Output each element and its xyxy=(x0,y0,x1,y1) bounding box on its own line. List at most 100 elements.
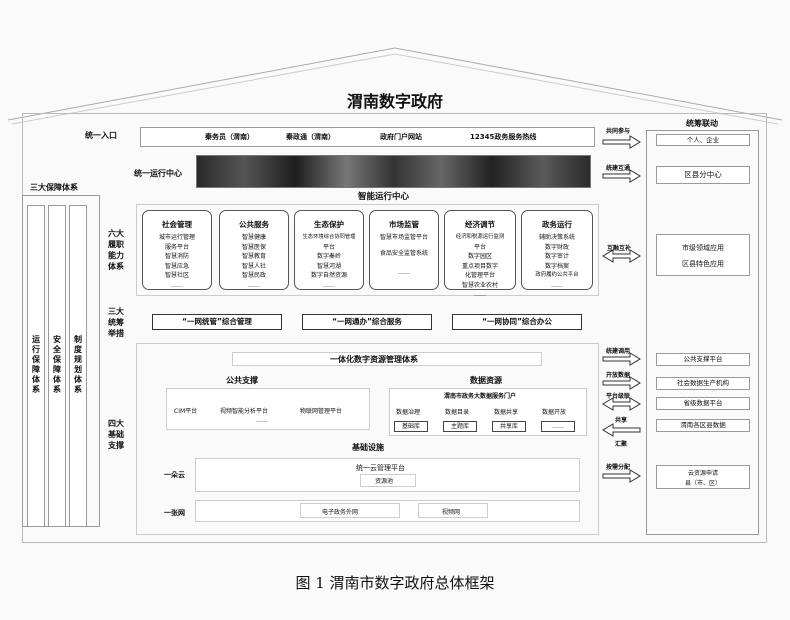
data-item-4: 数据开放 xyxy=(542,409,567,416)
right-text-district-app: 区县特色应用 xyxy=(682,260,724,268)
right-panel xyxy=(646,130,759,535)
measure-unified-service: “一网通办”综合服务 xyxy=(302,314,432,330)
cloud-item-1: 统一云管理平台 xyxy=(356,464,405,472)
resource-system-title: 一体化数字资源管理体系 xyxy=(330,355,418,364)
service-item: 智慧健康 xyxy=(241,234,266,241)
roof-outline xyxy=(7,47,783,125)
service-eco-protection: 生态保护 生态环境综合协同管理 平台 数字秦岭 智慧河湖 数字自然资源 …… xyxy=(294,210,364,290)
service-item: 平台 xyxy=(322,243,335,251)
service-item: 平台 xyxy=(473,243,486,251)
right-box-social-data: 社会数据生产机构 xyxy=(656,377,750,390)
row-label-entry: 统一入口 xyxy=(85,131,117,140)
service-government-operation: 政务运行 辅助决策系统 数字财政 数字审计 数字档案 政府履约公共平台 …… xyxy=(521,210,593,290)
service-title: 公共服务 xyxy=(239,220,269,229)
data-library-shared: 共享库 xyxy=(492,421,526,432)
arrow-label-3: 互融互补 xyxy=(607,245,632,252)
service-item: …… xyxy=(248,281,260,289)
row-label-ops-center: 统一运行中心 xyxy=(134,169,182,178)
service-item: 数字审计 xyxy=(544,253,569,260)
service-item: 智慧农业农村 xyxy=(461,281,498,289)
service-item: 辅助决策系统 xyxy=(538,234,575,241)
network-item-1: 电子政务外网 xyxy=(322,509,359,516)
right-box-provincial-data: 省级数据平台 xyxy=(656,397,750,410)
service-social-management: 社会管理 城市运行管理 服务平台 智慧消防 智慧应急 智慧社区 …… xyxy=(142,210,212,290)
public-support-item-1: CIM平台 xyxy=(174,408,198,415)
service-market-supervision: 市场监管 智慧市场监管平台 食品安全监管系统 …… xyxy=(369,210,439,290)
arrow-label-6: 平台级联 xyxy=(606,393,631,400)
public-support-more: …… xyxy=(256,417,268,424)
left-col-label-3: 制度规划体系 xyxy=(74,335,82,394)
right-box-cloud-request xyxy=(656,465,750,489)
service-item: …… xyxy=(551,281,563,289)
data-portal-title: 渭南市政务大数据服务门户 xyxy=(444,393,517,400)
service-item: 经济和税源运行监测 xyxy=(455,234,505,240)
resource-system-bar xyxy=(232,352,542,366)
service-item: 化管理平台 xyxy=(464,272,495,279)
resource-pool-box xyxy=(360,474,416,487)
data-resources-title: 数据资源 xyxy=(470,376,502,385)
service-economic-regulation: 经济调节 经济和税源运行监测 平台 数字园区 重点项目数字 化管理平台 智慧农业… xyxy=(444,210,516,298)
data-item-2: 数据目录 xyxy=(445,409,470,416)
service-item: 政府履约公共平台 xyxy=(535,272,579,278)
service-item: …… xyxy=(398,269,410,276)
network-item-box-1 xyxy=(300,503,400,518)
entry-item-3: 政府门户网站 xyxy=(380,133,422,141)
network-item-box-2 xyxy=(418,503,488,518)
foundations-frame xyxy=(136,343,599,535)
service-item: 重点项目数字 xyxy=(461,262,498,270)
figure-caption: 图 1 渭南市数字政府总体框架 xyxy=(295,574,495,592)
capabilities-frame xyxy=(136,204,599,296)
right-text-county: 县（市、区） xyxy=(684,480,721,487)
service-item: 智慧民政 xyxy=(241,272,266,279)
network-label: 一张网 xyxy=(164,509,185,517)
cloud-item-2: 资源池 xyxy=(375,478,394,485)
entry-bar xyxy=(140,127,595,147)
service-title: 经济调节 xyxy=(465,220,495,229)
infrastructure-title: 基础设施 xyxy=(352,443,384,452)
public-support-item-2: 视频智能分析平台 xyxy=(220,408,269,415)
service-item: 智慧人社 xyxy=(241,262,266,270)
service-item: …… xyxy=(474,291,486,298)
right-box-applications xyxy=(656,234,750,276)
arrow-label-8: 汇聚 xyxy=(615,441,628,448)
service-item: 生态环境综合协同管理 xyxy=(302,234,356,240)
service-item: 智慧消防 xyxy=(164,253,189,260)
arrow-label-1: 共同参与 xyxy=(606,128,631,135)
network-item-2: 视频网 xyxy=(442,509,461,516)
service-item: 食品安全监管系统 xyxy=(379,249,428,257)
entry-item-2: 秦政通（渭南） xyxy=(286,133,335,141)
service-item: …… xyxy=(323,281,335,289)
service-title: 政务运行 xyxy=(542,220,572,229)
measure-unified-office: “一网协同”综合办公 xyxy=(452,314,582,330)
service-title: 市场监管 xyxy=(389,220,419,229)
right-text-city-app: 市级领域应用 xyxy=(682,244,724,252)
data-item-3: 数据共享 xyxy=(494,409,519,416)
row-label-four: 四大基础支撑 xyxy=(108,419,124,450)
right-text-cloud-request: 云资源申请 xyxy=(687,470,718,477)
arrow-label-9: 按需分配 xyxy=(606,464,631,471)
service-item: 智慧应急 xyxy=(164,262,189,270)
service-item: 智慧教育 xyxy=(241,253,266,260)
public-support-item-3: 物联网管理平台 xyxy=(300,408,343,415)
service-item: 数字财政 xyxy=(544,243,569,251)
service-item: 数字园区 xyxy=(467,253,492,260)
arrow-label-7: 共享 xyxy=(615,417,628,424)
ops-center-image xyxy=(196,155,591,188)
smart-ops-center-title: 智能运行中心 xyxy=(358,192,410,202)
right-panel-title: 统筹联动 xyxy=(686,119,718,128)
data-library-base: 基础库 xyxy=(394,421,428,432)
arrow-label-2: 统建互通 xyxy=(606,165,631,172)
public-support-frame xyxy=(166,388,370,430)
row-label-three: 三大统筹举措 xyxy=(108,307,124,338)
left-panel-title: 三大保障体系 xyxy=(30,183,78,192)
page-title: 渭南数字政府 xyxy=(346,92,443,111)
service-item: 智慧医保 xyxy=(241,243,266,251)
service-title: 生态保护 xyxy=(314,220,344,229)
service-title: 社会管理 xyxy=(162,220,192,229)
service-item: 数字档案 xyxy=(544,262,569,270)
public-support-title: 公共支撑 xyxy=(226,376,258,385)
entry-item-1: 秦务员（渭南） xyxy=(205,133,254,141)
row-label-six: 六大履职能力体系 xyxy=(108,229,124,271)
service-item: 数字自然资源 xyxy=(310,272,347,279)
measure-unified-management: “一网统管”综合管理 xyxy=(152,314,282,330)
